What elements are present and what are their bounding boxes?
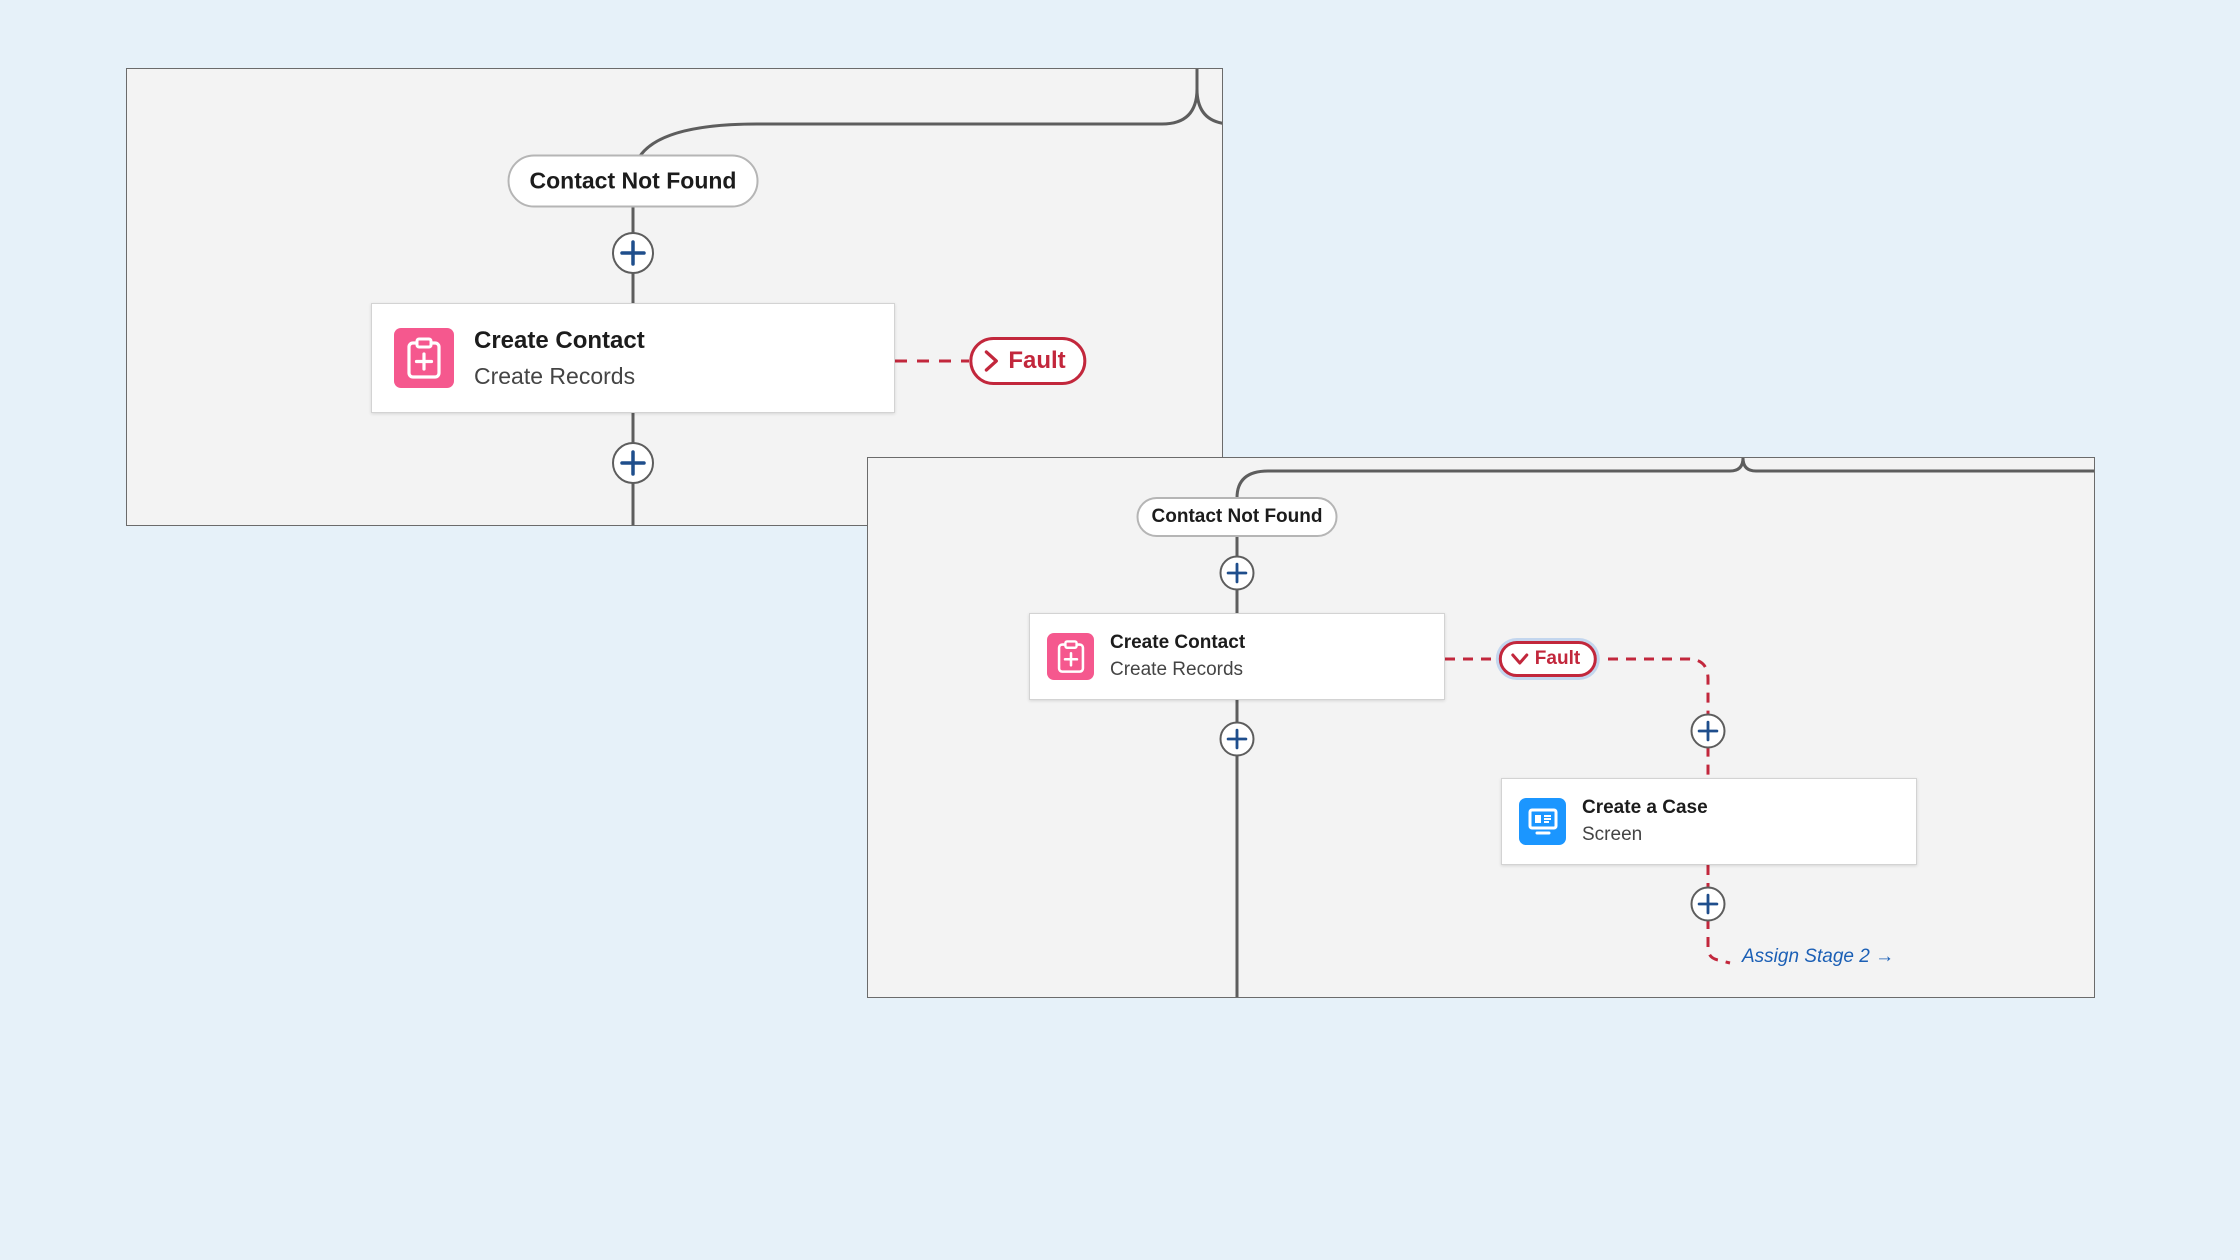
fault-label: Fault <box>1008 347 1066 374</box>
plus-icon <box>620 450 646 476</box>
outcome-label[interactable]: Contact Not Found <box>507 154 759 208</box>
add-fault-element-button[interactable] <box>1690 886 1726 922</box>
node-type: Screen <box>1582 824 1643 845</box>
fault-path-toggle[interactable]: Fault <box>1498 641 1598 677</box>
create-a-case-node[interactable]: Create a Case Screen <box>1501 778 1917 865</box>
node-type: Create Records <box>1110 659 1244 680</box>
node-title: Create Contact <box>474 326 645 354</box>
create-records-icon <box>1047 633 1094 680</box>
add-element-button[interactable] <box>1219 721 1255 757</box>
plus-icon <box>1697 893 1719 915</box>
plus-icon <box>620 240 646 266</box>
plus-icon <box>1226 728 1248 750</box>
create-contact-node[interactable]: Create Contact Create Records <box>1029 613 1445 700</box>
chevron-down-icon <box>1511 653 1529 665</box>
node-title: Create Contact <box>1110 632 1246 653</box>
create-records-icon <box>394 328 454 388</box>
add-element-button[interactable] <box>612 232 654 274</box>
add-fault-element-button[interactable] <box>1690 713 1726 749</box>
outcome-label[interactable]: Contact Not Found <box>1136 497 1338 537</box>
add-element-button[interactable] <box>1219 555 1255 591</box>
plus-icon <box>1226 562 1248 584</box>
fault-label: Fault <box>1534 648 1581 669</box>
create-contact-node[interactable]: Create Contact Create Records <box>371 303 895 413</box>
flow-canvas-after: Contact Not Found Create Contact Create … <box>867 457 2095 998</box>
node-type: Create Records <box>474 362 636 389</box>
plus-icon <box>1697 720 1719 742</box>
chevron-right-icon <box>984 350 998 372</box>
flow-canvas-before: Contact Not Found Create Contact Create … <box>126 68 1223 526</box>
screen-icon <box>1519 798 1566 845</box>
connector-lines <box>1235 458 2094 997</box>
node-title: Create a Case <box>1582 797 1708 818</box>
add-element-button[interactable] <box>612 442 654 484</box>
fault-path-toggle[interactable]: Fault <box>969 337 1087 385</box>
goto-assign-stage-2-link[interactable]: Assign Stage 2 → <box>1742 946 1895 967</box>
